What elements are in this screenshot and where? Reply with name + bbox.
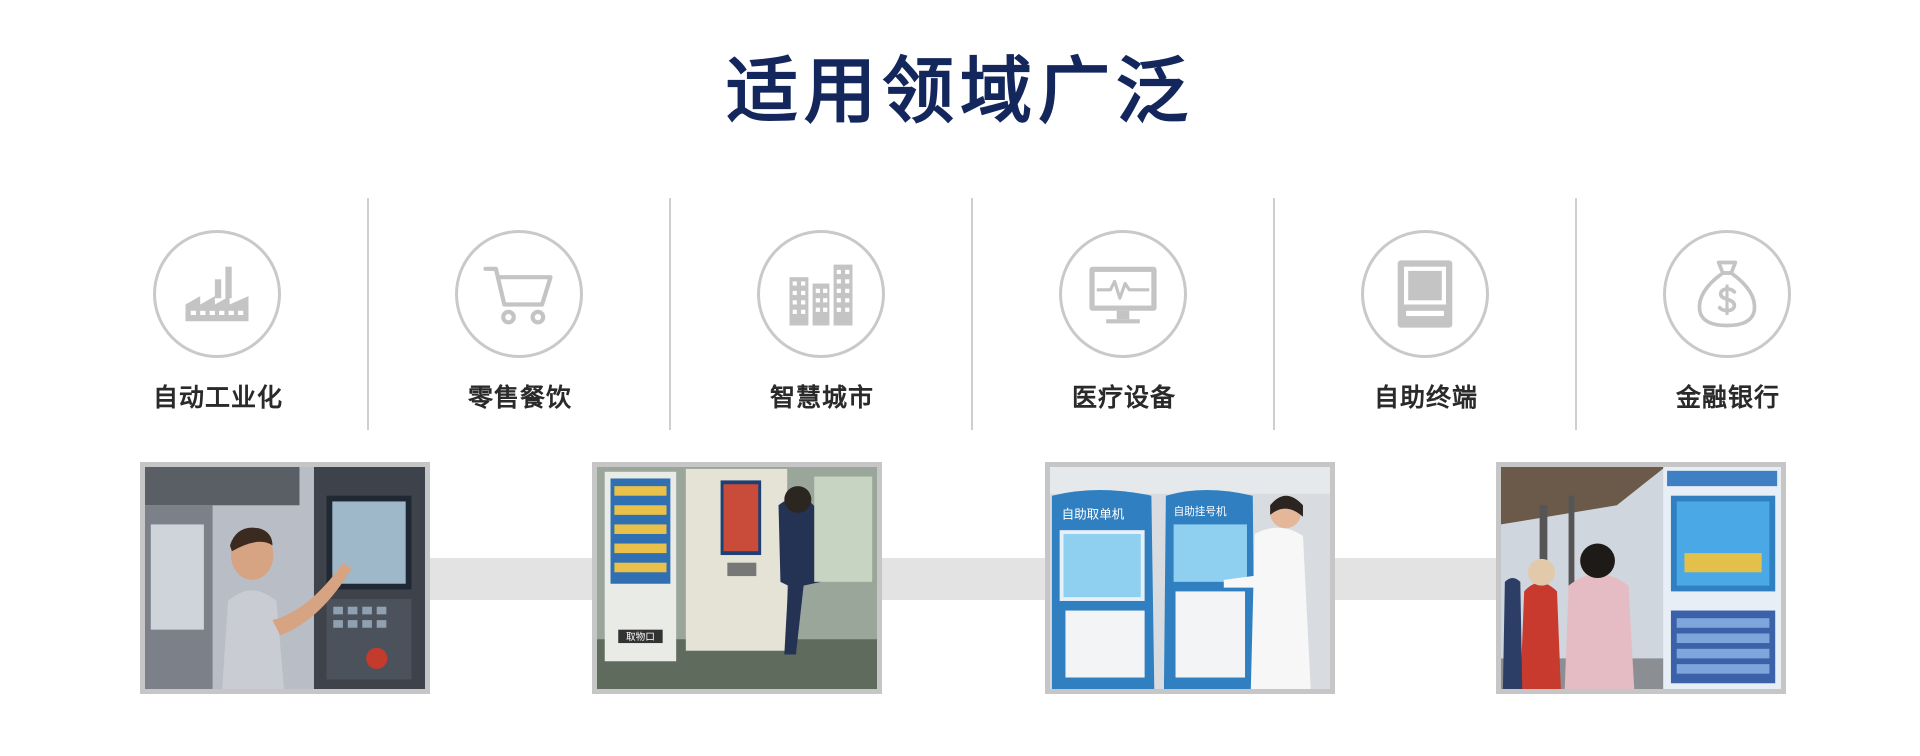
category-industrial: 自动工业化 [68,198,368,430]
category-medical: 医疗设备 [974,198,1274,430]
connector-band [420,558,1500,600]
money-bag-icon [1663,230,1791,358]
hospital-self-service-kiosk-photo: 自助取单机 自助挂号机 [1045,462,1335,694]
monitor-heartbeat-icon [1059,230,1187,358]
industrial-cnc-machine-photo [140,462,430,694]
divider [1273,198,1275,430]
category-label: 金融银行 [1675,383,1780,412]
category-label: 自助终端 [1373,383,1478,412]
category-label: 医疗设备 [1071,383,1176,412]
kiosk-label-1: 自助取单机 [1062,507,1125,522]
retail-vending-machine-photo: 取物口 [592,462,882,694]
category-finance: 金融银行 [1578,198,1878,430]
shopping-cart-icon [455,230,583,358]
divider [669,198,671,430]
factory-icon [153,230,281,358]
divider [971,198,973,430]
category-retail: 零售餐饮 [370,198,670,430]
page-title: 适用领域广泛 [725,49,1194,133]
bank-terminal-station-photo [1496,462,1786,694]
kiosk-label-2: 自助挂号机 [1174,505,1227,518]
category-label: 智慧城市 [769,383,874,412]
kiosk-terminal-icon [1361,230,1489,358]
divider [367,198,369,430]
vending-slot-label: 取物口 [626,631,655,643]
category-label: 零售餐饮 [467,383,572,412]
category-row: 自动工业化 零售餐饮 [0,198,1920,430]
category-self-service: 自助终端 [1276,198,1576,430]
divider [1575,198,1577,430]
city-buildings-icon [757,230,885,358]
category-smart-city: 智慧城市 [672,198,972,430]
category-label: 自动工业化 [152,383,283,412]
